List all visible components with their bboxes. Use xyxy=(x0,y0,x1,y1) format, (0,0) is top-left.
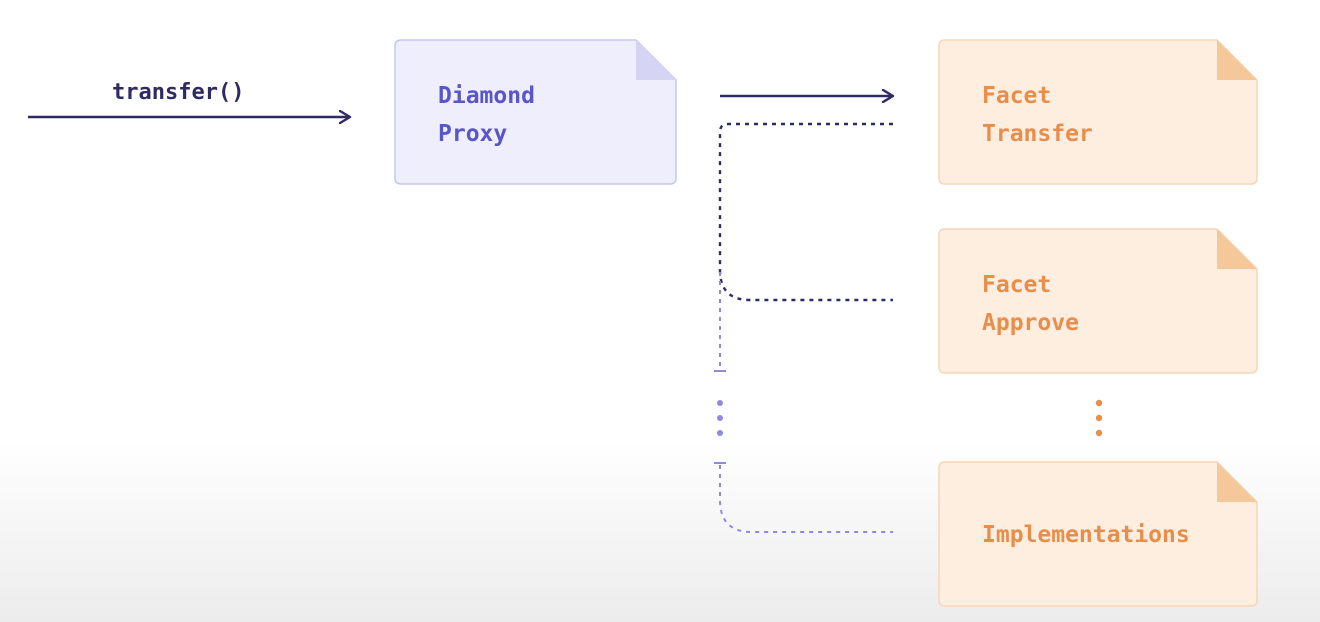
route-line-implementations xyxy=(719,465,893,533)
diamond-proxy-box: Diamond Proxy xyxy=(394,39,677,185)
facet-box-transfer: Facet Transfer xyxy=(938,39,1258,185)
proxy-fold-corner xyxy=(636,40,676,80)
facet-approve-line2: Approve xyxy=(982,310,1079,336)
facet-ellipsis-dots xyxy=(1095,399,1103,437)
facet-fold-corner xyxy=(1217,462,1257,502)
facet-box-approve: Facet Approve xyxy=(938,228,1258,374)
call-label: transfer() xyxy=(112,80,244,105)
facet-transfer-line1: Facet xyxy=(982,83,1051,109)
proxy-label-line1: Diamond xyxy=(438,83,535,109)
route-ellipsis-dots xyxy=(717,400,723,436)
route-line-approve xyxy=(718,269,893,302)
facet-fold-corner xyxy=(1217,229,1257,269)
facet-fold-corner xyxy=(1217,40,1257,80)
implementations-label: Implementations xyxy=(982,522,1190,548)
proxy-label-line2: Proxy xyxy=(438,121,507,147)
route-line-transfer xyxy=(718,122,893,270)
facet-box-implementations: Implementations xyxy=(938,461,1258,607)
facet-transfer-line2: Transfer xyxy=(982,121,1093,147)
facet-approve-line1: Facet xyxy=(982,272,1051,298)
